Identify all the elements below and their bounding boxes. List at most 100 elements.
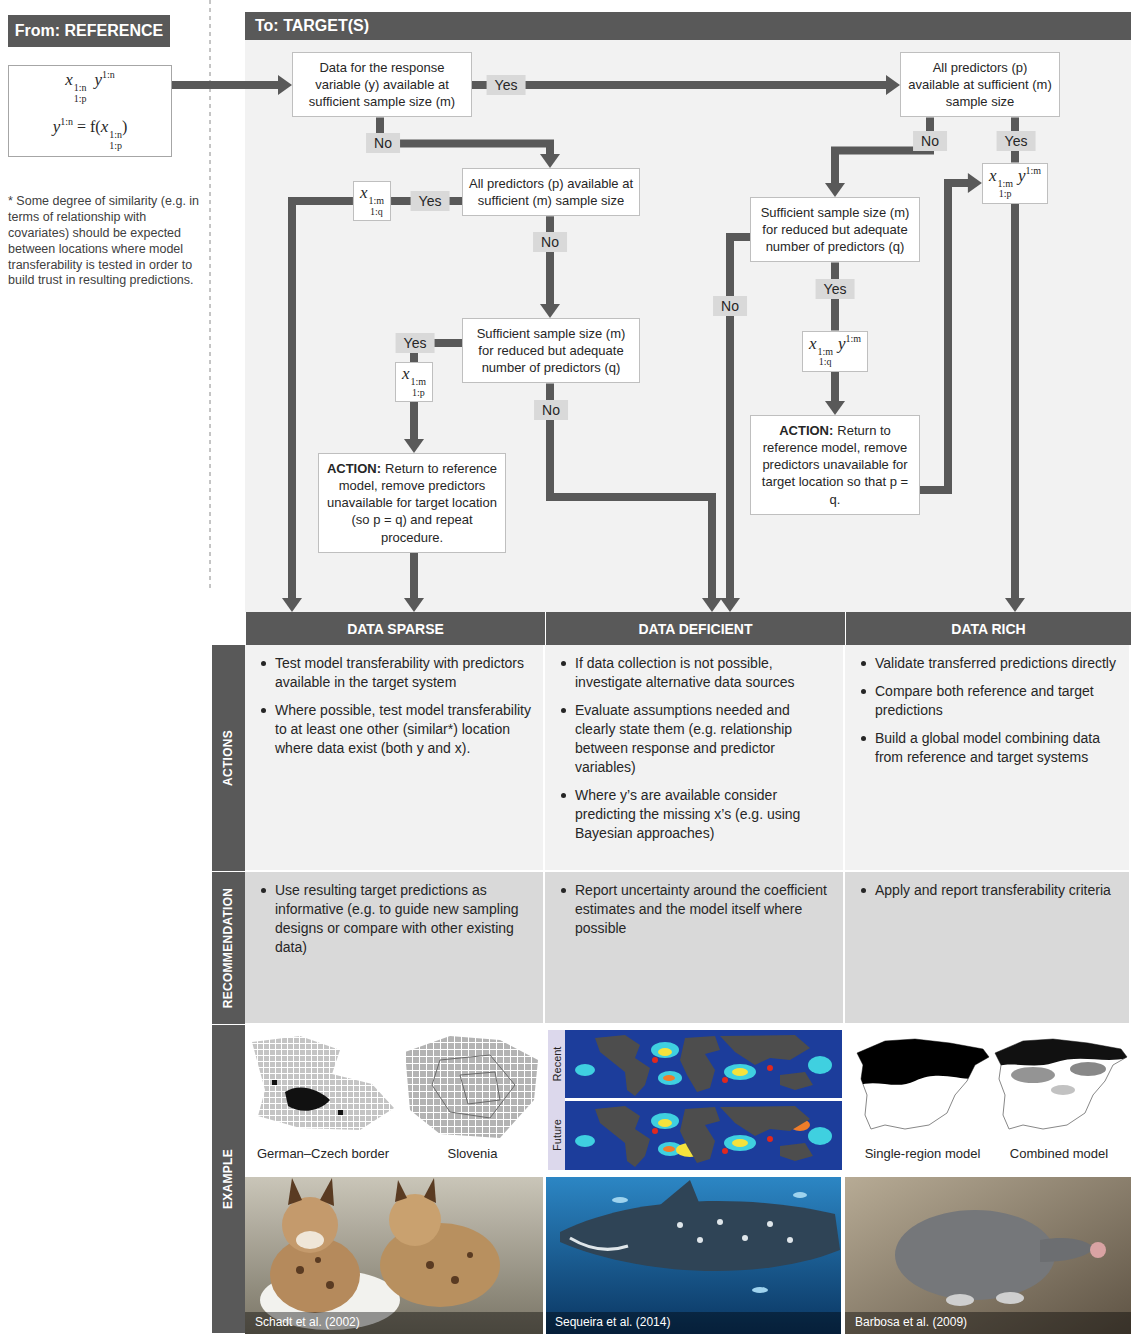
connector xyxy=(1005,204,1025,613)
action-text: ACTION:Return to reference model, remove… xyxy=(757,422,913,508)
node-text: DATA SPARSE xyxy=(347,621,444,637)
illustration-shape xyxy=(252,1036,394,1130)
math-symbol: y xyxy=(838,334,846,353)
illustration-shape xyxy=(389,1194,441,1246)
subscript: 1:p xyxy=(410,388,426,399)
script-stack: 1:m1:p xyxy=(997,179,1013,200)
math-symbol: x xyxy=(809,334,817,353)
map-caption: Combined model xyxy=(993,1146,1125,1161)
decision-box: All predictors (p) available at sufficie… xyxy=(462,168,640,216)
footnote: * Some degree of similarity (e.g. in ter… xyxy=(8,194,206,289)
superscript: 1:n xyxy=(74,83,87,94)
math-operator: ) xyxy=(122,118,127,135)
superscript: 1:m xyxy=(846,333,862,344)
panel-tag: Future xyxy=(551,1119,563,1151)
illustration-shape xyxy=(1011,1067,1055,1083)
illustration-shape xyxy=(855,1035,995,1129)
bullet-item: Where y’s are available consider predict… xyxy=(559,786,831,843)
subscript: 1:q xyxy=(817,357,833,368)
connector xyxy=(550,383,722,612)
header-box: From: REFERENCE xyxy=(8,15,170,47)
script-stack: 1:m1:q xyxy=(817,347,833,368)
connector xyxy=(472,75,900,95)
illustration-shape xyxy=(855,1035,995,1087)
target-panel: To: TARGET(S)Data for the response varia… xyxy=(245,12,1131,612)
formula-line: x1:m1:q xyxy=(360,183,384,217)
script-stack: 1:m1:q xyxy=(368,196,384,217)
illustration-shape xyxy=(946,1294,974,1306)
formula-line: x1:m1:py1:m xyxy=(989,165,1041,200)
connector-line xyxy=(172,81,279,89)
superscript: 1:m xyxy=(1026,165,1042,176)
arrow-head xyxy=(278,75,292,95)
table-cell: Validate transferred predictions directl… xyxy=(845,645,1131,872)
arrow-head xyxy=(968,173,982,193)
superscript: 1:n xyxy=(60,116,73,127)
superscript: 1:m xyxy=(368,196,384,207)
photo-credit: Barbosa et al. (2009) xyxy=(855,1315,967,1329)
subscript: 1:p xyxy=(997,189,1013,200)
action-box: ACTION:Return to reference model, remove… xyxy=(750,415,920,515)
illustration-shape xyxy=(1051,1085,1075,1095)
illustration-shape xyxy=(296,1266,304,1274)
bullet-item: Evaluate assumptions needed and clearly … xyxy=(559,701,831,777)
arrow-head xyxy=(540,304,560,318)
row-title: EXAMPLE xyxy=(222,1149,236,1209)
bullet-item: Test model transferability with predicto… xyxy=(259,654,531,692)
decision-box: Sufficient sample size (m) for reduced b… xyxy=(462,318,640,383)
connector xyxy=(825,117,930,197)
arrow-head xyxy=(1005,598,1025,612)
bullet-item: Validate transferred predictions directl… xyxy=(859,654,1117,673)
arrow-head xyxy=(886,75,900,95)
connector xyxy=(720,237,750,612)
category-bar: DATA RICH xyxy=(845,612,1131,645)
connector xyxy=(404,402,424,453)
subscript: 1:p xyxy=(109,141,122,152)
illustration-shape xyxy=(460,1072,500,1104)
node-text: Data for the response variable (y) avail… xyxy=(298,59,466,110)
desman-photo xyxy=(845,1177,1131,1334)
illustration-shape xyxy=(395,1180,407,1202)
illustration-shape xyxy=(570,1238,628,1249)
illustration-shape xyxy=(660,1180,700,1205)
illustration-shape xyxy=(296,1231,324,1249)
math-symbol: y xyxy=(95,70,103,89)
edge-label: No xyxy=(534,400,568,420)
math-symbol: x xyxy=(360,183,368,202)
row-title: RECOMMENDATION xyxy=(222,888,236,1009)
math-symbol: x xyxy=(101,117,109,136)
math-symbol: y xyxy=(53,117,61,136)
connector xyxy=(920,173,982,490)
illustration-shape xyxy=(288,1178,302,1205)
illustration-shape xyxy=(1040,1238,1095,1262)
illustration-shape xyxy=(595,1035,813,1096)
subscript: 1:p xyxy=(74,94,87,105)
bullet-item: Apply and report transferability criteri… xyxy=(859,881,1117,900)
illustration-shape xyxy=(282,1197,338,1253)
connector-line xyxy=(1011,204,1019,600)
superscript: 1:m xyxy=(817,347,833,358)
photo-credit: Schadt et al. (2002) xyxy=(255,1315,360,1329)
bullet-item: Where possible, test model transferabili… xyxy=(259,701,531,758)
illustration-shape xyxy=(845,1177,1131,1334)
node-text: From: REFERENCE xyxy=(15,22,163,40)
node-text: DATA DEFICIENT xyxy=(638,621,752,637)
formula-box: x1:m1:p xyxy=(395,362,433,402)
illustration-shape xyxy=(742,1235,748,1241)
illustration-shape xyxy=(717,1219,723,1225)
script-stack: 1:n1:p xyxy=(74,83,87,104)
decision-box: Sufficient sample size (m) for reduced b… xyxy=(750,197,920,262)
node-text: DATA RICH xyxy=(951,621,1025,637)
lynx-photo xyxy=(245,1177,543,1334)
subscript: 1:q xyxy=(368,207,384,218)
illustration-shape xyxy=(467,1252,473,1258)
node-text: Sufficient sample size (m) for reduced b… xyxy=(468,325,634,376)
node-text: All predictors (p) available at sufficie… xyxy=(468,175,634,209)
photo-credit: Sequeira et al. (2014) xyxy=(555,1315,670,1329)
connector-line xyxy=(380,117,550,155)
illustration-shape xyxy=(787,1237,793,1243)
whale-shark-photo xyxy=(546,1177,841,1334)
arrow-head xyxy=(404,598,424,612)
arrow-head xyxy=(825,401,845,415)
connector-line xyxy=(550,383,712,599)
